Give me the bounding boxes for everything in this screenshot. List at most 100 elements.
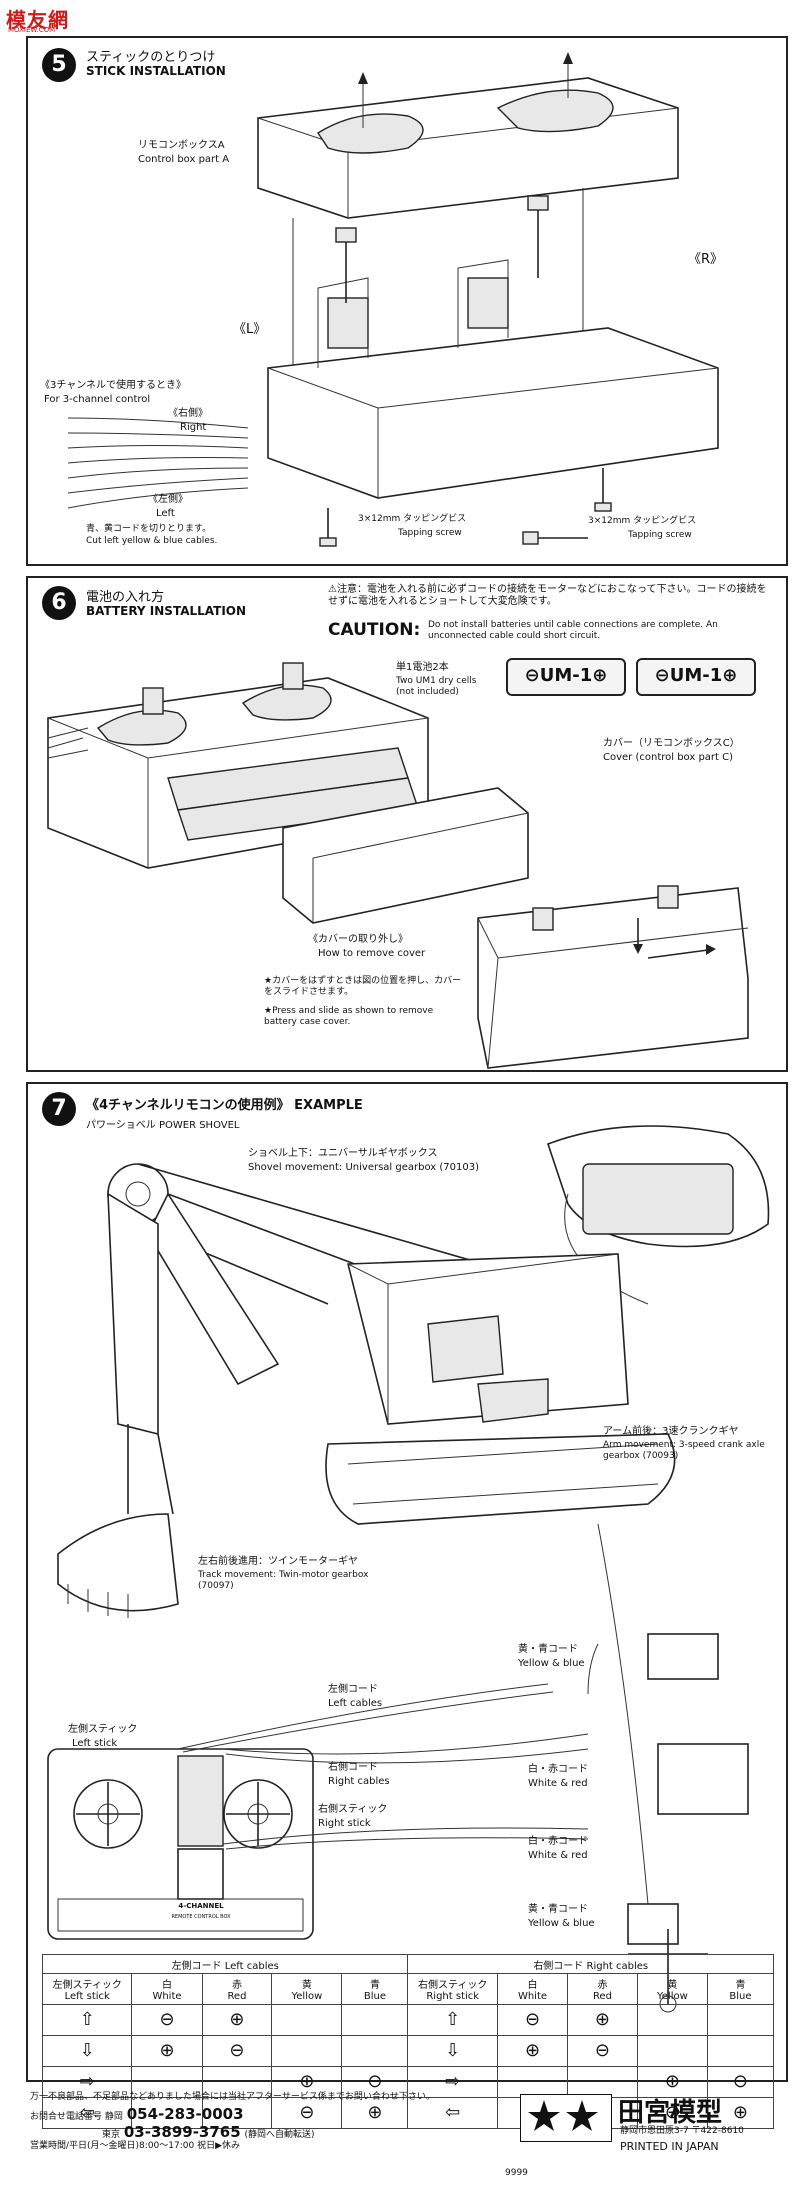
table-cell [201, 2066, 273, 2098]
table-cell: ⊕ [496, 2035, 569, 2067]
table-cell [496, 2066, 569, 2098]
table-cell [131, 2097, 203, 2129]
footer-printed: PRINTED IN JAPAN [620, 2140, 719, 2153]
table-row: ⇨ ⊕ ⊖ ⇨ ⊕ ⊖ [41, 2066, 775, 2098]
wiring-table: 左側コード Left cables 右側コード Right cables 左側ス… [41, 1954, 775, 2129]
step7-arm-en: Arm movement: 3-speed crank axle gearbox… [603, 1440, 765, 1461]
step7-illustration [47, 1125, 770, 2013]
step7-right-stick-jp: 右側スティック [318, 1804, 388, 1815]
table-cell [201, 2097, 273, 2129]
table-right-stick-header: 右側スティック Right stick [407, 1973, 498, 2005]
step6-cells-en: Two UM1 dry cells (not included) [396, 676, 477, 697]
step6-cells-jp: 単1電池2本 [396, 662, 449, 673]
step5-box-a-en: Control box part A [138, 154, 230, 165]
step6-remove-jp: 《カバーの取り外し》 [308, 934, 408, 945]
table-cell [706, 2004, 775, 2036]
table-cell [341, 2004, 409, 2036]
arrow-down-icon: ⇩ [41, 2035, 133, 2067]
step7-wr1-en: White & red [528, 1778, 588, 1789]
step7-left-cables-jp: 左側コード [328, 1684, 378, 1695]
footer-address: 静岡市恩田原3-7 〒422-8610 [620, 2126, 744, 2136]
step5-screw2-jp: 3×12mm タッピングビス [588, 516, 697, 526]
step5-right-jp: 《右側》 [168, 408, 208, 419]
footer-line4: 営業時間/平日(月～金曜日)8:00～17:00 祝日▶休み [30, 2141, 240, 2151]
step7-left-stick-en: Left stick [72, 1738, 118, 1749]
remote-box-sub: REMOTE CONTROL BOX [171, 1914, 231, 1920]
footer-phone-shizuoka: 054-283-0003 [126, 2105, 244, 2123]
table-cell: ⊕ [567, 2004, 638, 2036]
step6-cover-en: Cover (control box part C) [603, 752, 734, 763]
footer-line2-label: お問合せ電話番号 静岡 [30, 2112, 123, 2122]
footer-line3-label: 東京 [102, 2130, 121, 2140]
step6-remove-en: How to remove cover [318, 948, 426, 959]
table-left-title: 左側コード Left cables [41, 1954, 409, 1974]
table-row: ⇩ ⊕ ⊖ ⇩ ⊕ ⊖ [41, 2035, 775, 2067]
table-cell [636, 2035, 708, 2067]
step7-right-cables-en: Right cables [328, 1776, 390, 1787]
table-cell [131, 2066, 203, 2098]
step7-right-cables-jp: 右側コード [328, 1762, 378, 1773]
footer-line1: 万一不良部品、不足部品などありました場合には当社アフターサービス係までお問い合わ… [30, 2092, 435, 2102]
step5-illustration [67, 52, 719, 547]
arrow-right-icon: ⇨ [41, 2066, 133, 2098]
step5-cut-en: Cut left yellow & blue cables. [86, 536, 218, 546]
step5-label-r: 《R》 [688, 252, 724, 267]
step7-left-stick-jp: 左側スティック [68, 1724, 138, 1735]
table-cell: ⊕ [271, 2066, 343, 2098]
table-cell: ⊕ [636, 2066, 708, 2098]
table-right-title: 右側コード Right cables [407, 1954, 774, 1974]
step7-wr2-jp: 白・赤コード [528, 1836, 588, 1847]
table-cell [636, 2004, 708, 2036]
step5-number: 5 [42, 48, 76, 82]
battery-um1-left: ⊖UM-1⊕ [506, 658, 626, 696]
table-cell: ⊕ [201, 2004, 273, 2036]
table-cell: ⊖ [636, 2097, 708, 2129]
footer-line3: 東京 03-3899-3765 (静岡へ自動転送) [30, 2123, 490, 2141]
step5-screw1-jp: 3×12mm タッピングビス [358, 514, 467, 524]
step6-title-jp: 電池の入れ方 [86, 590, 165, 605]
step6-note-jp: ★カバーをはずすときは図の位置を押し、カバーをスライドさせます。 [264, 976, 462, 997]
step7-panel: 7 《4チャンネルリモコンの使用例》 EXAMPLE パワーショベル POWER… [26, 1082, 788, 2129]
step7-yb1-jp: 黄・青コード [518, 1644, 578, 1655]
step7-arm-jp: アーム前後：3速クランクギヤ [603, 1426, 739, 1437]
step7-right-stick-en: Right stick [318, 1818, 371, 1829]
step5-panel: 5 スティックのとりつけ STICK INSTALLATION [26, 36, 788, 566]
table-cell: ⊖ [496, 2004, 569, 2036]
remote-box-label: 4-CHANNEL [178, 1902, 224, 1910]
step6-caution-jp: ⚠注意：電池を入れる前に必ずコードの接続をモーターなどにおこなって下さい。コード… [328, 584, 767, 607]
step6-title-en: BATTERY INSTALLATION [86, 604, 247, 618]
step6-cover-jp: カバー（リモコンボックスC） [603, 738, 740, 749]
table-row: ⇧ ⊖ ⊕ ⇧ ⊖ ⊕ [41, 2004, 775, 2036]
step6-caution-label: CAUTION: [328, 620, 421, 640]
step5-box-a-jp: リモコンボックスA [138, 140, 225, 151]
step5-label-l: 《L》 [233, 322, 267, 337]
table-left-stick-header: 左側スティック Left stick [41, 1973, 133, 2005]
arrow-up-icon: ⇧ [41, 2004, 133, 2036]
battery-um1-right: ⊖UM-1⊕ [636, 658, 756, 696]
step7-shovel-jp: ショベル上下：ユニバーサルギヤボックス [248, 1148, 438, 1159]
step5-3ch-jp: 《3チャンネルで使用するとき》 [40, 380, 187, 391]
step5-title-jp: スティックのとりつけ [86, 50, 216, 65]
table-cell: ⊖ [131, 2004, 203, 2036]
step6-note-en: ★Press and slide as shown to remove batt… [264, 1006, 434, 1027]
arrow-left-icon: ⇦ [407, 2097, 498, 2129]
step5-left-jp: 《左側》 [148, 494, 188, 505]
step7-yb2-jp: 黄・青コード [528, 1904, 588, 1915]
step5-right-en: Right [180, 422, 207, 433]
step7-shovel-en: Shovel movement: Universal gearbox (7010… [248, 1162, 479, 1173]
footer-phone-tokyo: 03-3899-3765 [123, 2123, 241, 2141]
step5-cut-jp: 青、黄コードを切りとります。 [86, 524, 212, 534]
step7-title: 《4チャンネルリモコンの使用例》 EXAMPLE [86, 1098, 363, 1113]
step5-screw2-en: Tapping screw [628, 530, 692, 540]
step7-track-en: Track movement: Twin-motor gearbox (7009… [198, 1570, 369, 1591]
step7-subtitle: パワーショベル POWER SHOVEL [86, 1120, 240, 1131]
step5-title-en: STICK INSTALLATION [86, 64, 226, 78]
table-header-title-row: 左側コード Left cables 右側コード Right cables [41, 1954, 774, 1974]
step7-number: 7 [42, 1092, 76, 1126]
